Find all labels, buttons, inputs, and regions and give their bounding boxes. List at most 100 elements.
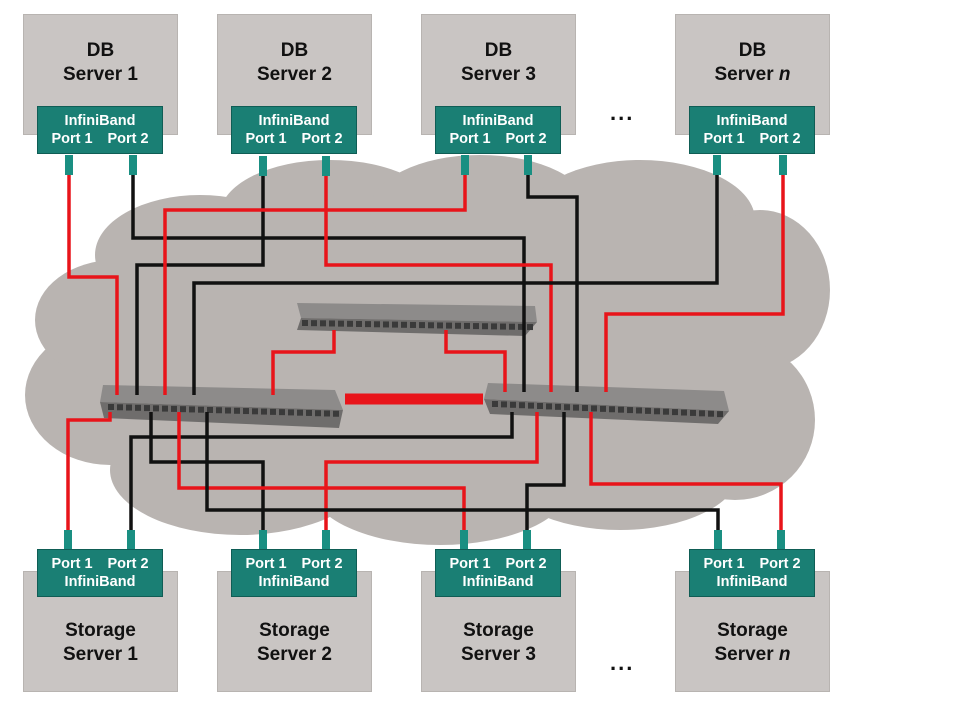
storage-infiniband-label: InfiniBand <box>258 574 330 590</box>
db-server-name: Server 1 <box>62 64 138 85</box>
cable-db1-port2 <box>131 175 526 392</box>
db-port-connector <box>524 155 532 175</box>
switch-port <box>302 320 308 326</box>
switch-port <box>135 404 141 411</box>
switch-port <box>315 410 321 417</box>
switch-port <box>510 401 516 408</box>
db-server-line1: DB <box>86 40 115 61</box>
storage-port1-label: Port 1 <box>703 556 745 572</box>
switch-port <box>627 407 633 414</box>
db-server-title: DB Server 1 <box>24 39 177 87</box>
switch-port <box>311 320 317 327</box>
switch-port <box>527 324 533 331</box>
spine-switch <box>297 303 537 336</box>
switch-port <box>216 407 222 414</box>
switch-port <box>672 409 678 416</box>
cable-db3-port2 <box>526 175 579 392</box>
db-port2-label: Port 2 <box>301 131 343 147</box>
db-server-index: n <box>778 64 791 85</box>
storage-port2-label: Port 2 <box>505 556 547 572</box>
switch-port <box>126 404 132 411</box>
switch-port <box>410 321 416 328</box>
switch-port <box>518 323 524 330</box>
cable-db3-port1 <box>163 175 467 395</box>
db-server-name: Server 3 <box>460 64 536 85</box>
switch-port <box>401 321 407 328</box>
switch-port <box>162 405 168 412</box>
storage-port-labels: Port 1 Port 2 <box>436 555 560 573</box>
switch-port <box>654 408 660 415</box>
storage-port2-label: Port 2 <box>107 556 149 572</box>
switch-port <box>189 406 195 413</box>
storage-infiniband-label: InfiniBand <box>716 574 788 590</box>
storage-server-line2: Server n <box>676 643 829 667</box>
cable-db2-port2 <box>324 176 553 392</box>
db-server-line2: Server 2 <box>218 63 371 87</box>
leaf-switch-right <box>484 383 729 424</box>
cable-db1-port1 <box>67 175 119 395</box>
storage-port1-label: Port 1 <box>449 556 491 572</box>
cable-db2-port1 <box>135 176 265 395</box>
switch-port <box>252 408 258 415</box>
cable-stn-port2 <box>589 412 783 533</box>
switch-port <box>537 403 543 410</box>
db-port1-label: Port 1 <box>245 131 287 147</box>
storage-server-line2: Server 1 <box>24 643 177 667</box>
db-infiniband-label: InfiniBand <box>716 113 788 129</box>
switch-port <box>636 407 642 414</box>
switch-port <box>501 401 507 408</box>
storage-port-connector <box>777 530 785 550</box>
db-server-line2: Server 3 <box>422 63 575 87</box>
switch-port <box>365 321 371 328</box>
db-port-connector <box>322 156 330 176</box>
cable-st2-port2 <box>324 412 539 533</box>
switch-port <box>591 405 597 412</box>
switch-port <box>609 406 615 413</box>
switch-port <box>356 320 362 327</box>
db-infiniband-label: InfiniBand <box>462 113 534 129</box>
cable-dbn-port2 <box>604 175 785 392</box>
switch-port <box>207 406 213 413</box>
switch-port <box>528 402 534 409</box>
db-port-connector <box>779 155 787 175</box>
db-ellipsis: ... <box>610 100 635 125</box>
switch-port <box>492 401 498 407</box>
db-port-connector <box>129 155 137 175</box>
storage-server-line1: Storage <box>463 620 534 641</box>
db-port2-label: Port 2 <box>107 131 149 147</box>
switch-port <box>600 405 606 412</box>
switch-port <box>509 323 515 330</box>
storage-port-connector <box>64 530 72 550</box>
storage-infiniband-label: InfiniBand <box>462 574 534 590</box>
db-port-connector <box>259 156 267 176</box>
switch-port <box>320 320 326 327</box>
cable-dbn-port1 <box>192 175 719 395</box>
switch-port <box>198 406 204 413</box>
switch-port <box>347 320 353 327</box>
switch-port <box>564 404 570 411</box>
switch-port <box>333 410 339 417</box>
storage-server-name: Server <box>714 644 779 665</box>
db-server-name: Server <box>714 64 779 85</box>
db-port-connector <box>65 155 73 175</box>
db-port1-label: Port 1 <box>703 131 745 147</box>
db-server-name: Server 2 <box>256 64 332 85</box>
storage-port-connector <box>322 530 330 550</box>
storage-port-connector <box>460 530 468 550</box>
storage-infiniband-label: InfiniBand <box>64 574 136 590</box>
storage-infiniband-card-3: Port 1 Port 2 InfiniBand <box>435 549 561 597</box>
storage-server-name: Server 2 <box>256 644 332 665</box>
storage-server-index: n <box>778 644 791 665</box>
